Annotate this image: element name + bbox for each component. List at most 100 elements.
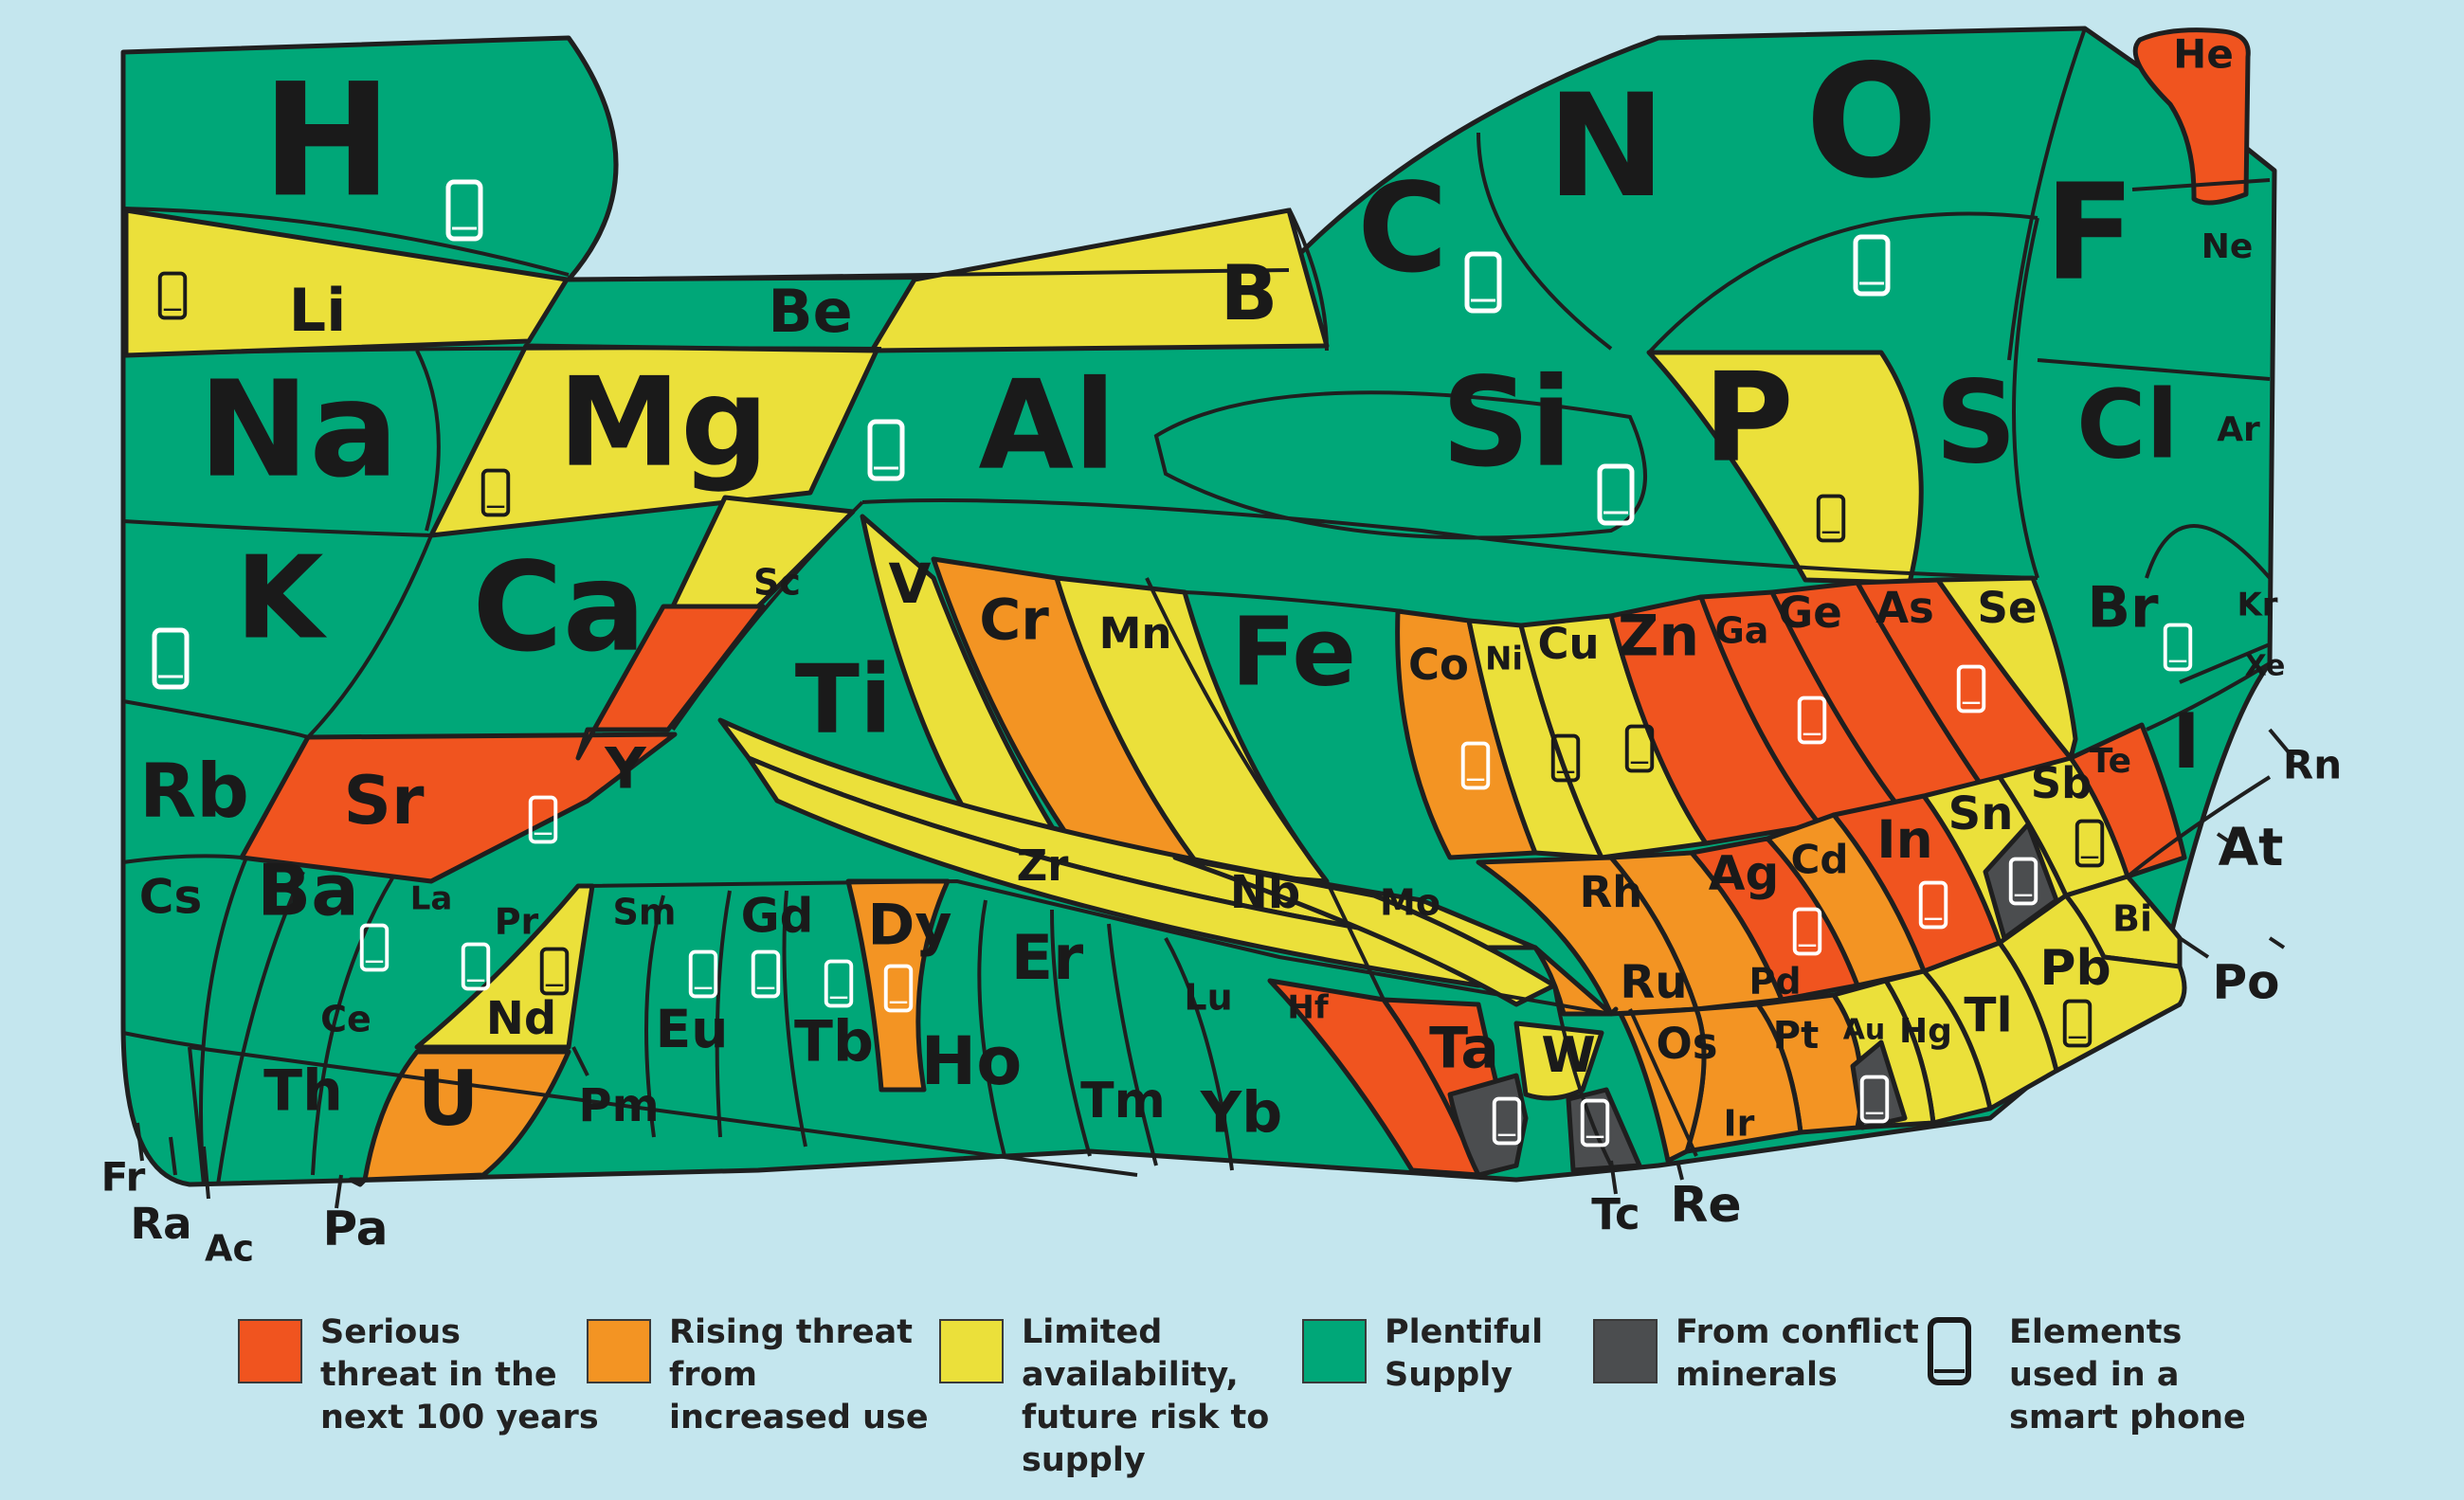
legend-text: Rising threat [669, 1313, 913, 1351]
legend-swatch [939, 1319, 1004, 1383]
division-line [2126, 775, 2272, 878]
element-label-he: He [2173, 31, 2234, 78]
element-label-na: Na [198, 353, 399, 508]
element-label-sr: Sr [344, 762, 425, 840]
element-label-in: In [1876, 809, 1933, 870]
element-label-h: H [262, 49, 392, 231]
region-sn-c [1983, 822, 2059, 941]
phone-icon [445, 179, 483, 242]
element-label-mo: Mo [1380, 882, 1440, 924]
element-label-hf: Hf [1287, 989, 1329, 1027]
region-dy [845, 878, 951, 1093]
pointer-tick [2178, 936, 2210, 959]
element-label-eu: Eu [656, 999, 729, 1059]
element-label-cr: Cr [979, 587, 1049, 654]
element-label-sn: Sn [1948, 787, 2014, 840]
pointer-tick [1676, 1160, 1684, 1181]
division-line [2145, 524, 2272, 580]
phone-icon [1624, 724, 1655, 773]
phone-icon [1492, 1096, 1522, 1146]
legend-text: Serious [320, 1313, 461, 1351]
element-label-kr: Kr [2237, 587, 2277, 624]
element-label-zr: Zr [1017, 840, 1070, 891]
element-label-as: As [1875, 583, 1934, 633]
element-label-pt: Pt [1773, 1014, 1819, 1057]
element-label-ir: Ir [1724, 1103, 1755, 1145]
division-line [199, 857, 248, 1185]
element-label-pm: Pm [578, 1079, 659, 1132]
legend-text: used in a [2009, 1356, 2179, 1394]
division-line [1325, 880, 1386, 1001]
division-line [1647, 211, 2038, 354]
element-label-te: Te [2090, 742, 2131, 781]
phone-icon [461, 942, 491, 991]
division-line [122, 699, 309, 739]
element-label-rb: Rb [139, 749, 249, 834]
phone-icon [883, 964, 914, 1013]
division-line [861, 498, 2038, 580]
element-label-n: N [1547, 64, 1666, 229]
division-line [2012, 217, 2039, 579]
element-label-rn: Rn [2283, 742, 2342, 788]
element-label-co: Co [1408, 640, 1469, 690]
division-line [2007, 27, 2087, 361]
element-regions [120, 26, 2277, 1187]
element-label-c: C [1357, 156, 1447, 300]
element-label-sb: Sb [2031, 758, 2093, 808]
element-label-p: P [1703, 346, 1793, 490]
element-label-al: Al [978, 353, 1115, 497]
phone-icon [1797, 696, 1827, 745]
element-label-pb: Pb [2039, 940, 2111, 997]
division-line [122, 519, 432, 537]
element-label-mg: Mg [558, 351, 769, 495]
division-line [2037, 358, 2271, 381]
legend-swatch [1302, 1319, 1367, 1383]
phone-icon [539, 947, 570, 996]
region-sr [239, 732, 678, 884]
division-line [1287, 208, 1329, 352]
element-label-tc: Tc [1591, 1189, 1640, 1239]
division-line [189, 1045, 1138, 1177]
element-label-er: Er [1011, 923, 1083, 994]
legend-text: Plentiful [1385, 1313, 1543, 1351]
element-label-br: Br [2087, 575, 2159, 642]
division-line [1145, 577, 1329, 883]
element-label-se: Se [1978, 583, 2038, 633]
division-line [977, 899, 1006, 1157]
legend-text: availability, [1022, 1356, 1239, 1394]
legend-text: Limited [1022, 1313, 1162, 1351]
element-label-cd: Cd [1791, 837, 1849, 883]
element-label-ta: Ta [1429, 1016, 1499, 1082]
phone-icon [1853, 234, 1891, 297]
element-label-mn: Mn [1099, 608, 1172, 659]
region-nd [414, 883, 595, 1050]
element-label-po: Po [2213, 955, 2280, 1010]
element-label-ti: Ti [795, 643, 893, 754]
region-y [575, 604, 766, 761]
phone-icon [157, 271, 188, 320]
phone-icon [1792, 907, 1822, 956]
element-label-tl: Tl [1964, 988, 2012, 1043]
division-line [2146, 661, 2272, 732]
division-line [644, 895, 665, 1138]
element-label-os: Os [1656, 1019, 1717, 1069]
element-label-re: Re [1670, 1177, 1741, 1234]
element-label-tm: Tm [1080, 1073, 1166, 1130]
division-lines [122, 27, 2295, 1209]
phone-icon [152, 627, 190, 690]
phone-icon [688, 949, 718, 999]
element-label-b: B [1221, 249, 1278, 337]
element-label-sc: Sc [753, 562, 801, 604]
region-mo [1172, 855, 1557, 1007]
element-label-hg: Hg [1899, 1012, 1952, 1051]
pointer-tick [571, 1046, 589, 1076]
element-label-s: S [1935, 358, 2017, 490]
division-line [2131, 178, 2271, 191]
division-line [568, 268, 1290, 281]
division-line [122, 346, 882, 357]
pointer-tick [136, 1122, 144, 1162]
element-label-cl: Cl [2076, 369, 2179, 479]
